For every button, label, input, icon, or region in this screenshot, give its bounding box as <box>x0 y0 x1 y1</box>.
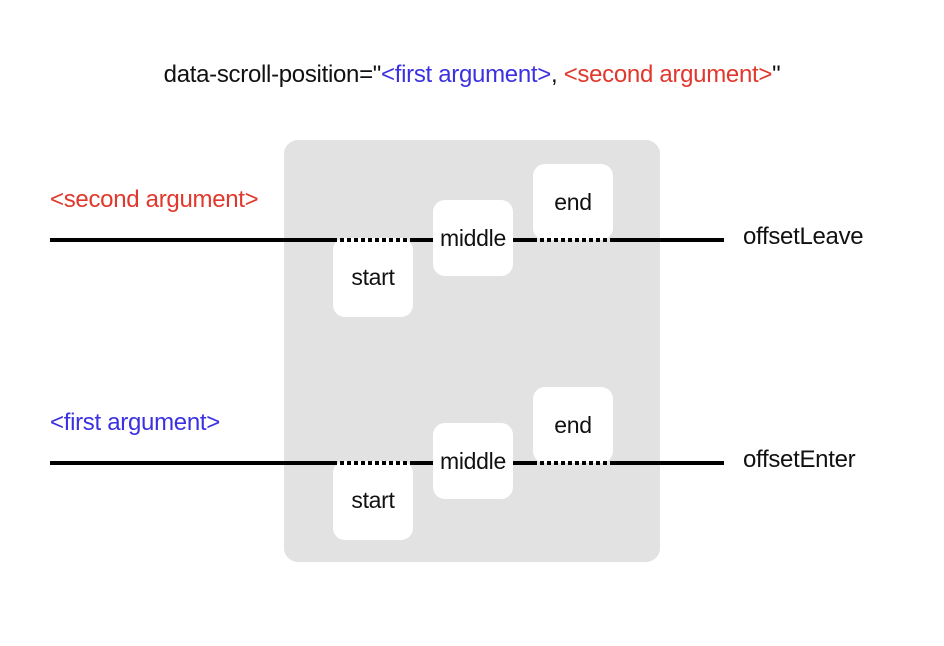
start-box-label: start <box>351 487 395 513</box>
title-second-argument: <second argument> <box>563 61 773 88</box>
start-box: start <box>333 238 413 317</box>
end-box-label: end <box>554 188 592 215</box>
start-box-label: start <box>351 264 395 290</box>
title-first-argument: <first argument> <box>381 61 551 88</box>
second-argument-label: <second argument> <box>50 186 259 213</box>
line-segment-dotted <box>533 461 613 465</box>
line-segment-solid <box>413 461 433 465</box>
line-segment-solid <box>613 461 724 465</box>
line-segment-dotted <box>533 238 613 242</box>
line-segment-solid <box>50 238 333 242</box>
offset-enter-label: offsetEnter <box>743 446 856 473</box>
title-suffix: " <box>772 61 781 88</box>
line-segment-solid <box>613 238 724 242</box>
line-segment-solid <box>50 461 333 465</box>
end-box: end <box>533 164 613 240</box>
middle-box-label: middle <box>440 224 506 251</box>
title-code: data-scroll-position="<first argument>, … <box>0 61 944 89</box>
end-box: end <box>533 387 613 463</box>
middle-box: middle <box>433 200 513 276</box>
line-segment-solid <box>513 238 533 242</box>
line-segment-dotted <box>333 238 413 242</box>
line-segment-solid <box>513 461 533 465</box>
middle-box-label: middle <box>440 447 506 474</box>
title-separator: , <box>550 61 564 88</box>
line-segment-solid <box>413 238 433 242</box>
middle-box: middle <box>433 423 513 499</box>
first-argument-label: <first argument> <box>50 409 220 436</box>
line-segment-dotted <box>333 461 413 465</box>
end-box-label: end <box>554 411 592 438</box>
title-prefix: data-scroll-position=" <box>163 61 382 88</box>
start-box: start <box>333 461 413 540</box>
offset-leave-label: offsetLeave <box>743 223 864 250</box>
